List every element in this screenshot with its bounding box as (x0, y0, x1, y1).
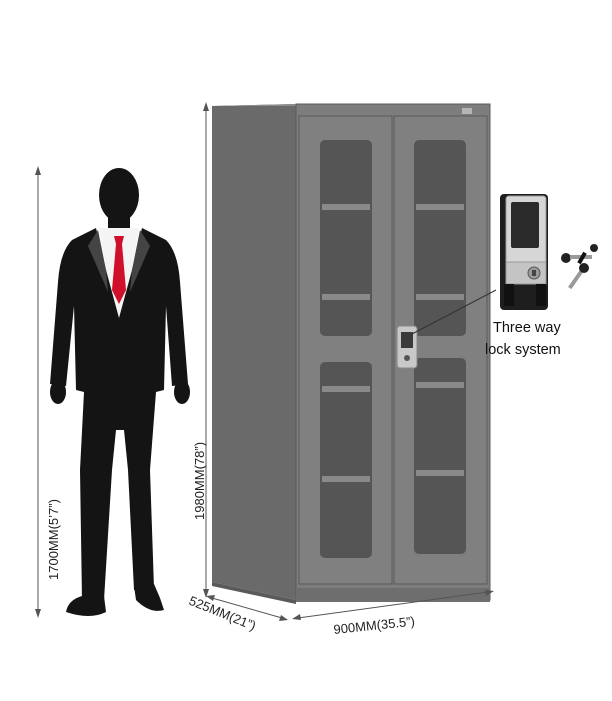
person-silhouette (50, 168, 190, 616)
cabinet-height-label: 1980MM(78”) (192, 442, 207, 520)
door-handle-lock (396, 325, 418, 369)
right-upper-glass-panel (414, 140, 466, 336)
lock-closeup-image (500, 194, 548, 310)
person-height-dimension: 1700MM(5’7”) (35, 166, 61, 618)
lock-callout-line2: lock system (485, 342, 561, 358)
keys-icon (561, 244, 598, 290)
person-height-label: 1700MM(5’7”) (46, 499, 61, 580)
cabinet-width-label: 900MM(35.5”) (333, 614, 416, 637)
left-upper-glass-panel (320, 140, 372, 336)
lock-callout-line1: Three way (493, 320, 561, 336)
steel-cabinet (212, 103, 491, 604)
cabinet-depth-label: 525MM(21”) (187, 593, 258, 633)
left-lower-glass-panel (320, 362, 372, 558)
cabinet-height-dimension: 1980MM(78”) (192, 102, 209, 598)
lock-detail-callout: Three way lock system (411, 194, 598, 358)
brand-plate (462, 108, 472, 114)
right-lower-glass-panel (414, 358, 466, 554)
